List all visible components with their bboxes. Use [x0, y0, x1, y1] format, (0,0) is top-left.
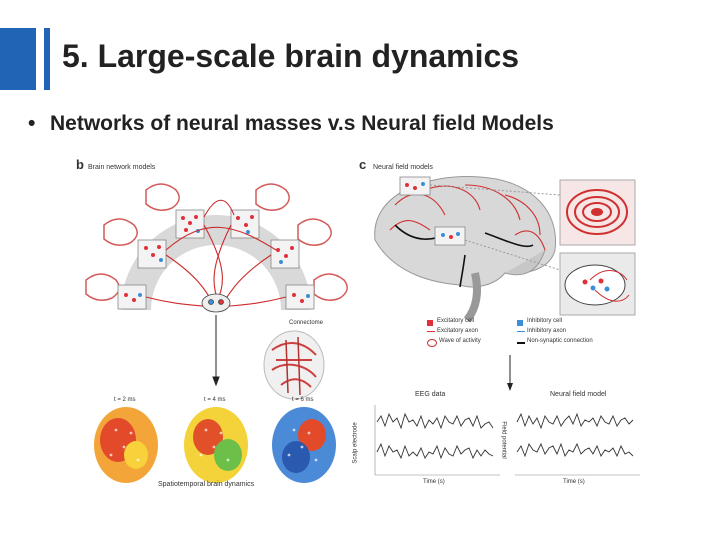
cortex-arc [121, 215, 311, 310]
title-accent-block [0, 28, 36, 90]
legend-excitatory-axon: Excitatory axon [437, 328, 479, 334]
scalp-map-2 [184, 407, 248, 483]
eeg-traces [374, 405, 640, 476]
bullet-item: • Networks of neural masses v.s Neural fi… [28, 112, 554, 136]
scalp-map-dots [109, 428, 318, 462]
wave-inset-top [559, 179, 636, 246]
neural-field-diagram [374, 176, 636, 323]
legend-swatch-excitatory-cell [427, 320, 433, 326]
panel-b-caption: Spatiotemporal brain dynamics [158, 481, 255, 488]
legend-swatch-inhibitory-cell [517, 320, 523, 326]
panel-b-letter: b [76, 157, 84, 172]
field-legend: Excitatory cell Inhibitory cell Excitato… [427, 318, 637, 363]
wave-inset-bottom [559, 252, 636, 316]
legend-swatch-nonsynaptic [517, 342, 525, 344]
title-accent-stripe [44, 28, 50, 90]
cortex-slice-icons [85, 183, 348, 301]
field-flow-arrow [507, 355, 513, 391]
flow-arrows [212, 315, 220, 387]
panel-c-heading: Neural field models [373, 164, 433, 171]
connectome-label: Connectome [289, 320, 324, 326]
legend-swatch-wave [427, 339, 437, 347]
legend-swatch-inhibitory-axon [517, 331, 525, 332]
bullet-text: Networks of neural masses v.s Neural fie… [50, 112, 554, 135]
connectome-brain-image [263, 330, 325, 400]
central-node [201, 293, 231, 313]
eeg-title: EEG data [415, 391, 446, 398]
legend-nonsynaptic: Non-synaptic connection [527, 338, 593, 344]
scalp-map-1 [94, 407, 158, 483]
legend-inhibitory-axon: Inhibitory axon [527, 328, 567, 334]
neuron-dots [124, 215, 304, 303]
time-label-left: Time (s) [423, 479, 445, 485]
bullet-dot-icon: • [28, 112, 36, 135]
scalp-map-3 [272, 407, 336, 483]
brain-network-diagram [85, 183, 348, 483]
nf-title: Neural field model [550, 391, 607, 398]
eeg-signal [376, 412, 494, 460]
panel-c-letter: c [359, 157, 367, 172]
panel-b-heading: Brain network models [88, 164, 156, 171]
legend-excitatory-cell: Excitatory cell [437, 318, 475, 324]
time-label-1: t = 2 ms [114, 397, 136, 403]
time-label-2: t = 4 ms [204, 397, 226, 403]
nf-signal [516, 412, 634, 458]
legend-inhibitory-cell: Inhibitory cell [527, 318, 563, 324]
time-label-3: t = 6 ms [292, 397, 314, 403]
time-label-right: Time (s) [563, 479, 585, 485]
legend-wave: Wave of activity [439, 338, 481, 344]
figure-panel-b: b Brain network models [76, 155, 351, 495]
slide-title: 5. Large-scale brain dynamics [62, 38, 520, 74]
figure-panel-c: c Neural field models [353, 155, 645, 495]
legend-swatch-excitatory-axon [427, 331, 435, 332]
